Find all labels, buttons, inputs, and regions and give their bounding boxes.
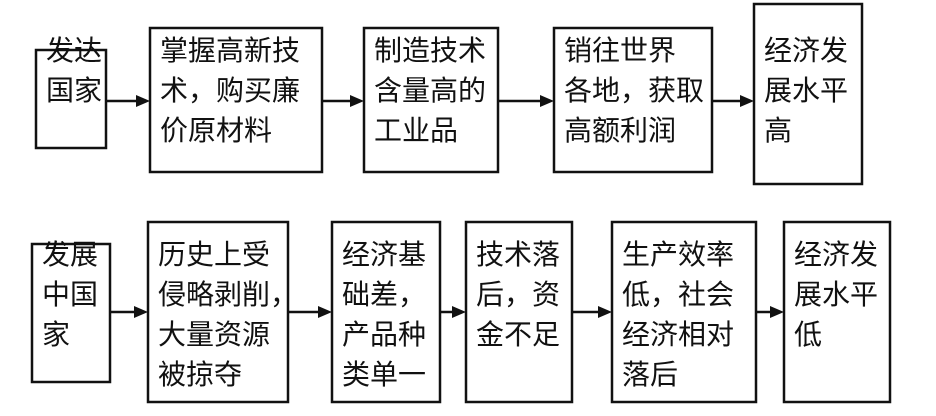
node-text-line: 低，社会 [622, 278, 734, 311]
node-text-line: 产品种 [342, 318, 426, 351]
connector-arrow [712, 95, 754, 107]
connector-arrow [572, 306, 612, 318]
node-text-line: 展水平 [764, 74, 848, 107]
flow-row-1: 发达国家掌握高新技术，购买廉价原材料制造技术含量高的工业品销往世界各地，获取高额… [34, 2, 864, 186]
node-text-line: 高 [764, 114, 792, 147]
connector-arrow [106, 95, 150, 107]
node-text-line: 低 [794, 318, 822, 351]
node-text-line: 发展 [42, 238, 98, 271]
node-text-line: 制造技术 [374, 34, 486, 67]
connector-arrow [288, 306, 332, 318]
node-text-line: 经济发 [794, 238, 878, 271]
node-text-line: 生产效率 [622, 238, 734, 271]
node-text-line: 技术落 [476, 238, 560, 271]
node-text-line: 后，资 [476, 278, 560, 311]
node-text-line: 经济基 [342, 238, 426, 271]
node-text-line: 销往世界 [564, 34, 676, 67]
node-text-line: 金不足 [476, 318, 560, 351]
node-text-line: 被掠夺 [158, 358, 242, 391]
node-text-line: 家 [42, 318, 70, 351]
node-box [464, 220, 574, 404]
node-box [148, 26, 324, 174]
node-text-line: 大量资源 [158, 318, 270, 351]
connector-arrow [756, 306, 784, 318]
node-text-line: 高额利润 [564, 114, 676, 147]
node-box [362, 26, 500, 174]
node-text-line: 经济发 [764, 34, 848, 67]
node-box [752, 2, 864, 186]
node-text-line: 含量高的 [374, 74, 486, 107]
node-box [30, 242, 112, 384]
connector-arrow [110, 306, 148, 318]
node-text-line: 展水平 [794, 278, 878, 311]
node-text-line: 历史上受 [158, 238, 270, 271]
node-text-line: 础差， [342, 278, 426, 311]
node-text-line: 侵略剥削， [158, 278, 298, 311]
connector-arrow [498, 95, 554, 107]
node-text-line: 中国 [42, 278, 98, 311]
node-box [34, 48, 108, 150]
node-text-line: 落后 [622, 358, 678, 391]
connector-arrow [440, 306, 466, 318]
node-text-line: 掌握高新技 [160, 34, 300, 67]
node-text-line: 经济相对 [622, 318, 734, 351]
connector-arrow [322, 95, 364, 107]
node-text-line: 工业品 [374, 114, 458, 147]
node-text-line: 术，购买廉 [160, 74, 300, 107]
node-text-line: 各地，获取 [564, 74, 704, 107]
node-text-line: 类单一 [342, 358, 426, 391]
node-text-line: 国家 [46, 74, 102, 107]
node-box [610, 220, 758, 404]
node-text-line: 发达 [46, 34, 102, 67]
node-text-line: 价原材料 [160, 114, 272, 147]
